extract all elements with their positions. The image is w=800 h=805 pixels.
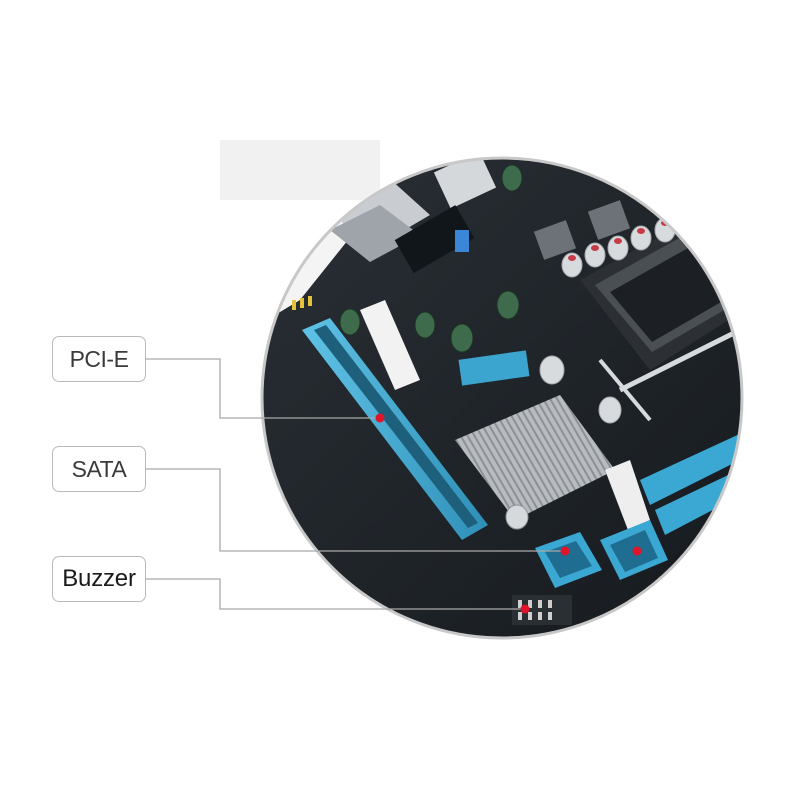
sata-label-text: SATA (71, 455, 127, 482)
callout-lines (146, 358, 565, 610)
sata-label: SATA (52, 446, 146, 492)
pcie-label-text: PCI-E (69, 345, 129, 372)
vrm-chokes (533, 200, 631, 260)
callout-line-sata (146, 468, 565, 552)
marker-sata-1 (560, 546, 570, 556)
marker-sata-2 (632, 546, 642, 556)
capacitors (339, 164, 676, 424)
usb-header (458, 350, 530, 386)
pcb-board (262, 158, 742, 638)
marker-buzzer (520, 604, 530, 614)
pcie-x16-slot (302, 318, 488, 540)
buzzer-label: Buzzer (52, 556, 146, 602)
pcie-x1-slot (360, 300, 420, 390)
front-panel-header (512, 595, 572, 625)
magnifier-frame (260, 156, 744, 640)
chipset-heatsink (455, 395, 615, 530)
callout-line-buzzer (146, 578, 525, 610)
background-board-blur (220, 140, 380, 200)
yellow-pin-header (292, 296, 312, 310)
lens-contents (262, 158, 742, 638)
buzzer-label-text: Buzzer (62, 565, 136, 592)
callout-markers (375, 413, 642, 614)
sata-ports (535, 520, 668, 588)
callout-line-pcie (146, 358, 380, 419)
pcie-label: PCI-E (52, 336, 146, 382)
marker-pcie (375, 413, 385, 423)
